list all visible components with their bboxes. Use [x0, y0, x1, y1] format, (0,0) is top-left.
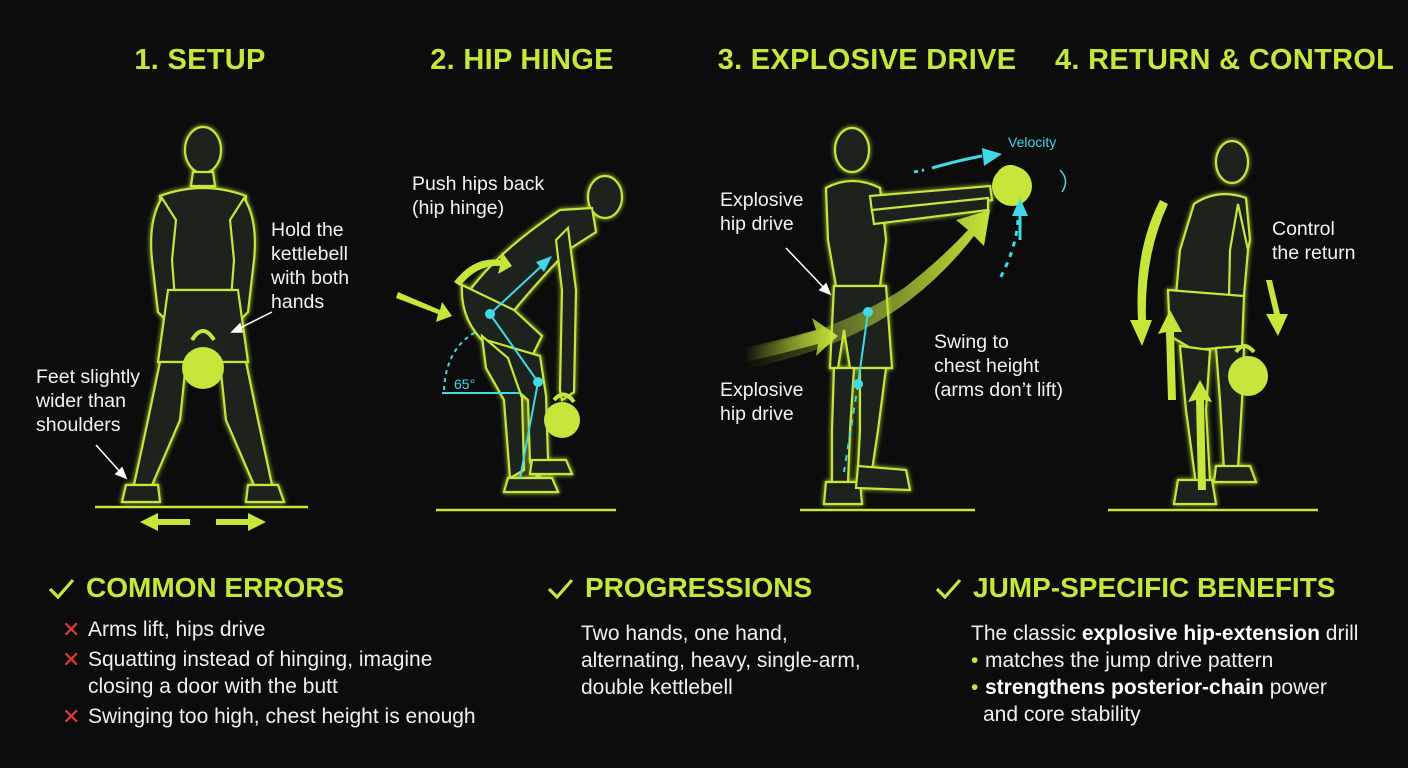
annotation-hinge-angle: 65°: [454, 376, 476, 392]
progressions-title: PROGRESSIONS: [585, 572, 813, 603]
section-progressions: PROGRESSIONS Two hands, one hand, altern…: [545, 572, 925, 701]
check-icon: [46, 573, 76, 603]
kettlebell-hinge: [544, 392, 580, 438]
annotation-feet-width: Feet slightly wider than shoulders: [36, 366, 141, 436]
panel-explosive-drive: Explosive hip drive Explosive hip drive …: [720, 100, 1067, 540]
benefits-text: The classic explosive hip-extension dril…: [971, 620, 1393, 728]
annotation-velocity: Velocity: [1008, 134, 1057, 150]
stance-arrows-icon: [140, 513, 266, 531]
cross-icon: ✕: [62, 617, 81, 642]
progressions-text: Two hands, one hand, alternating, heavy,…: [581, 622, 861, 699]
panel-setup: Hold the kettlebell with both hands Feet…: [36, 100, 370, 540]
common-errors-title: COMMON ERRORS: [86, 572, 345, 603]
kettlebell-setup: [182, 329, 224, 389]
check-icon: [933, 573, 963, 603]
kettlebell-return: [1228, 344, 1268, 396]
annotation-swing-height: Swing to chest height (arms don’t lift): [934, 331, 1063, 401]
section-common-errors: COMMON ERRORS ✕ Arms lift, hips drive ✕ …: [46, 572, 516, 733]
progressions-heading: PROGRESSIONS: [545, 572, 925, 604]
pointer-arrow-drive: [785, 247, 832, 296]
velocity-arrowheads: [982, 148, 1028, 216]
cross-icon: ✕: [62, 704, 81, 729]
hip-drive-arrow-icon: [744, 210, 990, 368]
velocity-arrows-icon: [913, 154, 1022, 283]
list-item: • strengthens posterior-chain power: [971, 676, 1327, 699]
step-title-explosive-drive: 3. EXPLOSIVE DRIVE: [717, 44, 1017, 76]
list-item: • matches the jump drive pattern: [971, 649, 1274, 672]
panel-return-control: Control the return: [1098, 100, 1408, 540]
annotation-drive-bottom: Explosive hip drive: [720, 379, 804, 425]
athlete-driving: [822, 126, 994, 506]
step-title-return-control: 4. RETURN & CONTROL: [1055, 44, 1395, 76]
common-errors-heading: COMMON ERRORS: [46, 572, 516, 604]
errors-list: ✕ Arms lift, hips drive ✕ Squatting inst…: [46, 616, 516, 730]
figure-return-control: [1108, 139, 1318, 512]
benefits-heading: JUMP-SPECIFIC BENEFITS: [933, 572, 1393, 604]
step-title-hip-hinge: 2. HIP HINGE: [430, 44, 614, 76]
annotation-hold-kettlebell: Hold the kettlebell with both hands: [271, 219, 350, 313]
hinge-joint-lines: [442, 256, 552, 479]
figure-explosive-drive: [744, 126, 1067, 512]
push-hips-arrows-icon: [396, 252, 512, 322]
check-icon: [545, 573, 575, 603]
cross-icon: ✕: [62, 647, 81, 672]
figure-hip-hinge: [396, 174, 624, 512]
drive-joint-lines: [843, 307, 873, 473]
annotation-drive-top: Explosive hip drive: [720, 189, 804, 235]
athlete-returning: [1166, 139, 1258, 506]
list-item: ✕ Swinging too high, chest height is eno…: [62, 704, 476, 729]
athlete-hinging: [460, 174, 624, 494]
annotation-push-hips: Push hips back (hip hinge): [412, 173, 545, 219]
control-arrows-icon: [1130, 200, 1288, 490]
panel-hip-hinge: Push hips back (hip hinge) 65°: [390, 100, 720, 540]
figure-setup: [95, 125, 308, 531]
annotation-control-return: Control the return: [1272, 218, 1356, 264]
kettlebell-drive: [992, 166, 1032, 206]
section-jump-benefits: JUMP-SPECIFIC BENEFITS The classic explo…: [933, 572, 1393, 728]
pointer-arrows-setup: [95, 311, 273, 480]
list-item: ✕ Arms lift, hips drive: [62, 617, 266, 642]
list-item: ✕ Squatting instead of hinging, imagine …: [62, 647, 433, 698]
athlete-standing: [120, 125, 286, 504]
benefits-title: JUMP-SPECIFIC BENEFITS: [973, 572, 1336, 603]
step-title-setup: 1. SETUP: [134, 44, 266, 76]
